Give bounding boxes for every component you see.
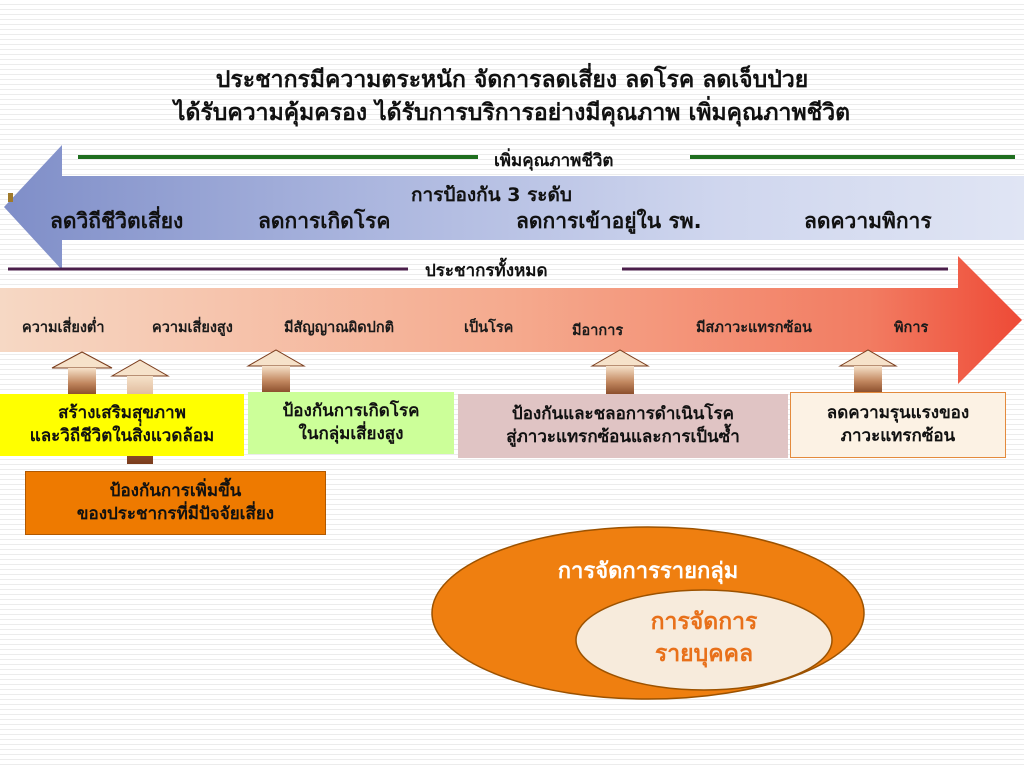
prevention-item-disability: ลดความพิการ [804, 209, 932, 233]
population-line-label: ประชากรทั้งหมด [425, 261, 548, 281]
stages-arrow [0, 256, 1022, 384]
up-arrow-3 [246, 349, 306, 396]
stage-low-risk: ความเสี่ยงต่ำ [22, 320, 105, 336]
complication-prevention-line-1: ป้องกันและชลอการดำเนินโรค [511, 404, 735, 425]
stage-disability: พิการ [894, 320, 929, 336]
complication-prevention-box: ป้องกันและชลอการดำเนินโรค สู่ภาวะแทรกซ้อ… [458, 394, 788, 458]
prevention-item-hospital: ลดการเข้าอยู่ใน รพ. [516, 209, 702, 233]
risk-factor-prevention-line-2: ของประชากรที่มีปัจจัยเสี่ยง [76, 504, 275, 524]
prevention-item-lifestyle: ลดวิถีชีวิตเสี่ยง [50, 209, 184, 233]
prevention-arrow [4, 145, 1024, 270]
severity-reduction-line-2: ภาวะแทรกซ้อน [840, 426, 956, 446]
individual-management-line-2: รายบุคคล [654, 641, 754, 668]
individual-management-line-1: การจัดการ [650, 609, 758, 635]
severity-reduction-box: ลดความรุนแรงของ ภาวะแทรกซ้อน [790, 392, 1006, 458]
small-marker [8, 193, 13, 202]
high-risk-prevention-line-2: ในกลุ่มเสี่ยงสูง [298, 424, 404, 444]
title-line-1: ประชากรมีความตระหนัก จัดการลดเสี่ยง ลดโร… [215, 67, 809, 93]
up-arrow-4 [590, 349, 650, 398]
stage-symptoms: มีอาการ [572, 323, 624, 339]
stage-abnormal-signs: มีสัญญาณผิดปกติ [284, 320, 395, 336]
health-promotion-line-2: และวิถีชีวิตในสิ่งแวดล้อม [29, 426, 215, 446]
individual-management-ellipse [575, 589, 833, 691]
health-promotion-line-1: สร้างเสริมสุขภาพ [58, 403, 186, 424]
quality-line-label: เพิ่มคุณภาพชีวิต [494, 151, 614, 171]
group-management-label: การจัดการรายกลุ่ม [557, 559, 739, 584]
up-arrow-1 [51, 351, 113, 398]
high-risk-prevention-box: ป้องกันการเกิดโรค ในกลุ่มเสี่ยงสูง [248, 392, 454, 454]
health-promotion-box: สร้างเสริมสุขภาพ และวิถีชีวิตในสิ่งแวดล้… [0, 394, 244, 456]
stage-complications: มีสภาวะแทรกซ้อน [696, 320, 812, 336]
risk-factor-prevention-box: ป้องกันการเพิ่มขึ้น ของประชากรที่มีปัจจั… [25, 471, 326, 535]
stage-disease: เป็นโรค [464, 320, 514, 336]
severity-reduction-line-1: ลดความรุนแรงของ [826, 403, 970, 424]
title-line-2: ได้รับความคุ้มครอง ได้รับการบริการอย่างม… [173, 100, 851, 126]
high-risk-prevention-line-1: ป้องกันการเกิดโรค [282, 401, 420, 422]
individual-management-label: การจัดการ รายบุคคล [590, 606, 818, 670]
stage-high-risk: ความเสี่ยงสูง [152, 320, 233, 336]
risk-factor-prevention-line-1: ป้องกันการเพิ่มขึ้น [109, 481, 242, 502]
complication-prevention-line-2: สู่ภาวะแทรกซ้อนและการเป็นซ้ำ [506, 427, 740, 447]
prevention-heading: การป้องกัน 3 ระดับ [411, 184, 572, 206]
up-arrow-5 [838, 349, 898, 396]
prevention-item-disease: ลดการเกิดโรค [258, 209, 391, 233]
